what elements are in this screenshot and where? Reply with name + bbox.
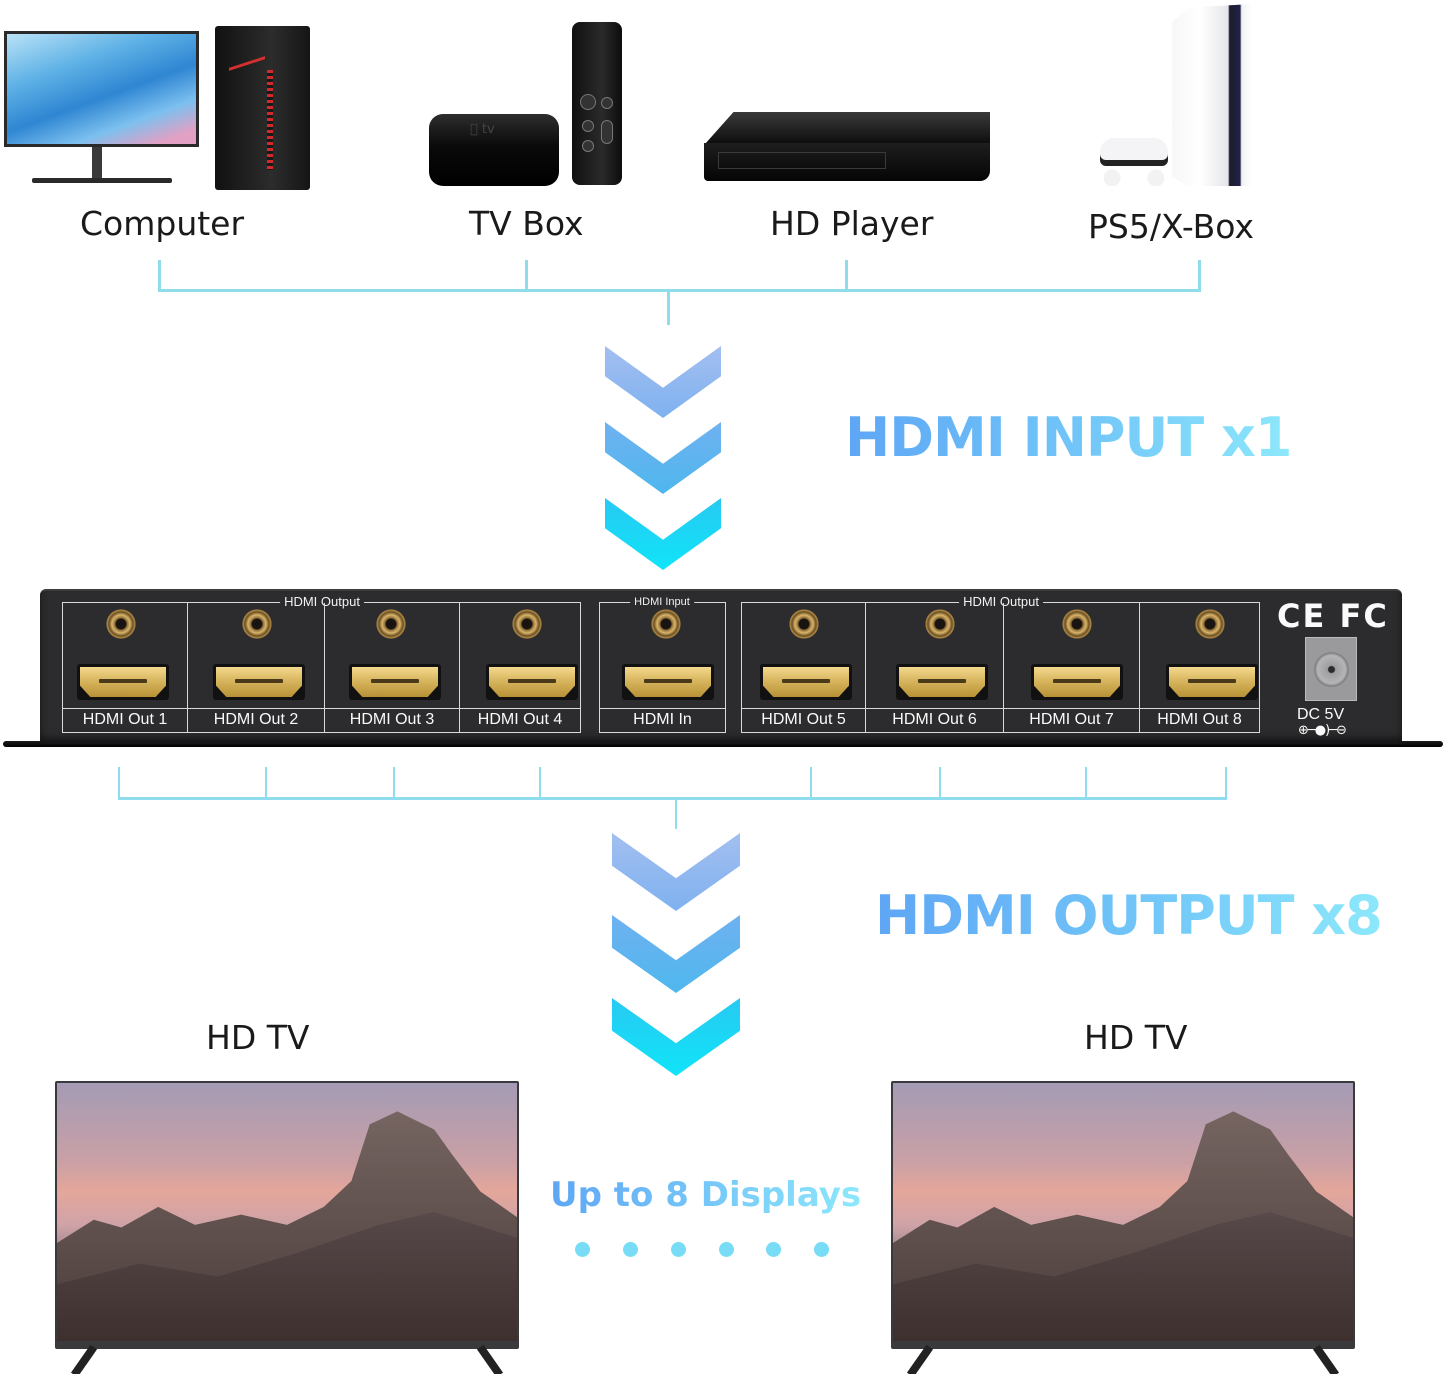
source-label-game-console: PS5/X-Box <box>1088 207 1254 246</box>
monitor-base <box>32 178 172 183</box>
source-label-computer: Computer <box>80 204 245 243</box>
port-label: HDMI Out 5 <box>742 708 865 732</box>
chevron-down-icon <box>605 422 721 494</box>
dot-icon <box>671 1242 686 1257</box>
tv-label: HD TV <box>1084 1018 1188 1057</box>
dot-icon <box>766 1242 781 1257</box>
port-group-output-right: HDMI Output HDMI Out 5 HDMI Out 6 HDMI O… <box>741 594 1260 733</box>
remote-icon <box>572 22 622 185</box>
port-label: HDMI Out 7 <box>1004 708 1139 732</box>
hdmi-port-icon <box>77 664 169 700</box>
hdmi-port-icon <box>622 664 714 700</box>
port-group-input: HDMI Input HDMI In <box>599 594 726 733</box>
dot-icon <box>814 1242 829 1257</box>
hdmi-port-icon <box>760 664 852 700</box>
port-label: HDMI Out 8 <box>1140 708 1259 732</box>
ir-jack-icon <box>925 609 955 639</box>
hdmi-port-icon <box>1166 664 1258 700</box>
remote-tv-button <box>601 97 613 109</box>
port-hdmi-out-3[interactable]: HDMI Out 3 <box>325 603 460 732</box>
chevron-down-icon <box>605 498 721 570</box>
device-mounting-flange <box>3 741 1443 747</box>
hdmi-port-icon <box>1031 664 1123 700</box>
bluray-player-front <box>704 143 990 181</box>
port-hdmi-in[interactable]: HDMI In <box>600 603 725 732</box>
chevron-down-icon <box>612 915 740 993</box>
monitor-stand <box>92 147 102 179</box>
dot-icon <box>719 1242 734 1257</box>
dot-icon <box>575 1242 590 1257</box>
port-hdmi-out-7[interactable]: HDMI Out 7 <box>1004 603 1140 732</box>
dc-power-socket[interactable] <box>1305 637 1357 701</box>
port-label: HDMI Out 4 <box>460 708 580 732</box>
tv-stand-leg <box>70 1344 98 1374</box>
remote-volume-button <box>601 120 613 144</box>
tv-icon <box>55 1081 519 1349</box>
hdmi-port-icon <box>896 664 988 700</box>
tv-icon <box>891 1081 1355 1349</box>
game-console-icon <box>1172 4 1252 186</box>
chevron-down-icon <box>612 833 740 911</box>
tv-stand-leg <box>906 1344 934 1374</box>
remote-mic-button <box>582 120 594 132</box>
ir-jack-icon <box>1062 609 1092 639</box>
port-hdmi-out-8[interactable]: HDMI Out 8 <box>1140 603 1259 732</box>
power-label: DC 5V <box>1297 706 1345 723</box>
port-label: HDMI Out 3 <box>325 708 459 732</box>
group-title: HDMI Input <box>630 594 694 610</box>
bluray-player-icon <box>705 112 990 144</box>
group-title: HDMI Output <box>280 594 364 610</box>
port-hdmi-out-6[interactable]: HDMI Out 6 <box>866 603 1004 732</box>
headline-output: HDMI OUTPUT x8 <box>875 884 1383 947</box>
port-group-output-left: HDMI Output HDMI Out 1 HDMI Out 2 HDMI O… <box>62 594 581 733</box>
tv-stand-leg <box>476 1344 504 1374</box>
port-label: HDMI In <box>600 708 725 732</box>
dot-icon <box>623 1242 638 1257</box>
ir-jack-icon <box>242 609 272 639</box>
hdmi-port-icon <box>486 664 578 700</box>
port-hdmi-out-5[interactable]: HDMI Out 5 <box>742 603 866 732</box>
source-label-tv-box: TV Box <box>469 204 584 243</box>
remote-play-button <box>582 140 594 152</box>
hdmi-port-icon <box>349 664 441 700</box>
ir-jack-icon <box>512 609 542 639</box>
tv-box-icon <box>429 114 559 186</box>
tv-screen-landscape <box>893 1083 1353 1341</box>
port-label: HDMI Out 1 <box>63 708 187 732</box>
headline-input: HDMI INPUT x1 <box>845 406 1292 469</box>
port-hdmi-out-4[interactable]: HDMI Out 4 <box>460 603 580 732</box>
ir-jack-icon <box>651 609 681 639</box>
port-hdmi-out-1[interactable]: HDMI Out 1 <box>63 603 188 732</box>
port-label: HDMI Out 2 <box>188 708 324 732</box>
ir-jack-icon <box>376 609 406 639</box>
tv-label: HD TV <box>206 1018 310 1057</box>
displays-caption: Up to 8 Displays <box>550 1175 862 1215</box>
group-title: HDMI Output <box>959 594 1043 610</box>
tv-screen-landscape <box>57 1083 517 1341</box>
port-hdmi-out-2[interactable]: HDMI Out 2 <box>188 603 325 732</box>
ir-jack-icon <box>106 609 136 639</box>
tv-box-logo:  tv <box>470 122 495 137</box>
game-controller-icon <box>1100 138 1168 186</box>
ir-jack-icon <box>1195 609 1225 639</box>
bluray-disc-slot <box>718 152 886 169</box>
hdmi-port-icon <box>213 664 305 700</box>
source-label-hd-player: HD Player <box>770 204 934 243</box>
remote-menu-button <box>580 94 596 110</box>
chevron-down-icon <box>605 346 721 418</box>
polarity-icon: ⊕─●)─⊖ <box>1298 723 1347 738</box>
chevron-down-icon <box>612 998 740 1076</box>
pc-tower-icon <box>215 26 310 190</box>
tv-stand-leg <box>1312 1344 1340 1374</box>
port-label: HDMI Out 6 <box>866 708 1003 732</box>
certification-marks-icon: CE FC <box>1277 597 1389 635</box>
ir-jack-icon <box>789 609 819 639</box>
monitor-icon <box>4 31 199 147</box>
